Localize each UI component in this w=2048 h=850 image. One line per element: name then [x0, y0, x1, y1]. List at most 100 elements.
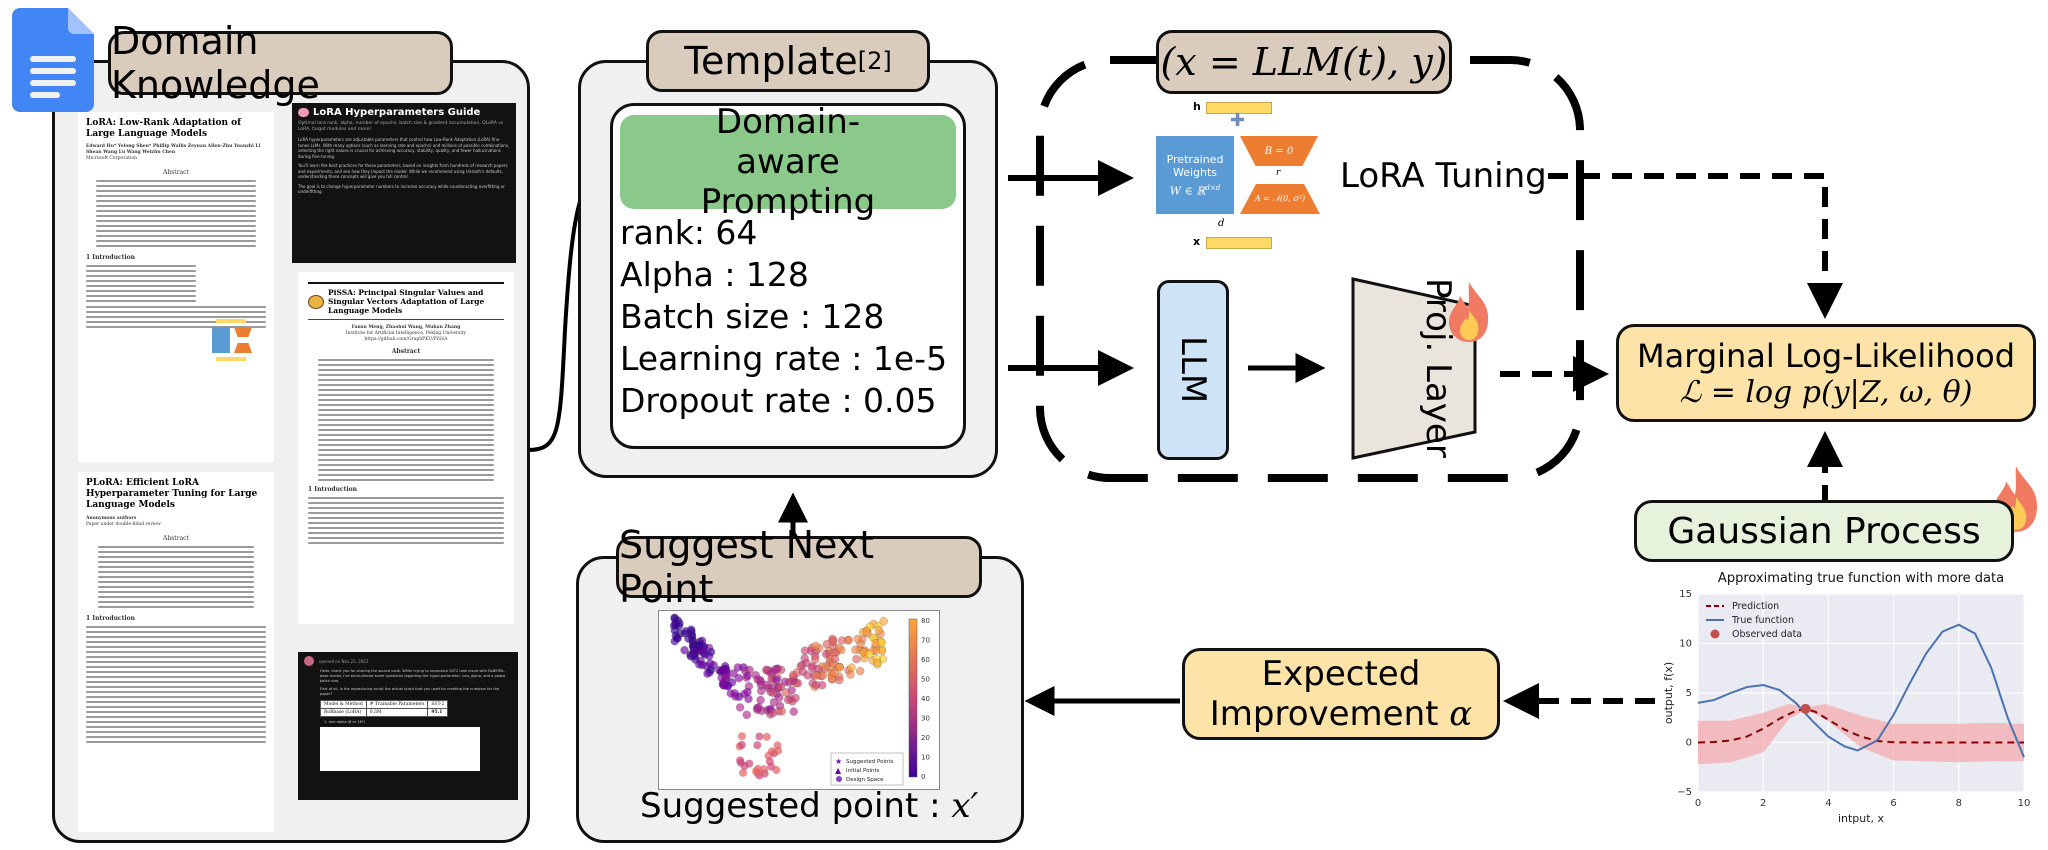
- y-tick-label: 10: [1679, 639, 1692, 650]
- design-space-point: [742, 710, 751, 720]
- design-space-point: [789, 707, 798, 716]
- design-space-point: [699, 646, 708, 655]
- domain-knowledge-title: Domain Knowledge: [108, 19, 453, 107]
- tuning-title: (x = LLM(t), y): [1156, 30, 1452, 94]
- y-tick-label: 0: [1686, 738, 1692, 749]
- google-docs-icon: [12, 8, 94, 112]
- design-space-point: [865, 649, 874, 659]
- param-alpha: Alpha : 128: [620, 255, 809, 294]
- design-space-point: [775, 693, 784, 702]
- design-space-point: [862, 627, 871, 636]
- design-space-point: [828, 637, 837, 647]
- design-space-point: [771, 665, 780, 674]
- domain-aware-prompting-box: Domain-aware Prompting: [620, 102, 956, 222]
- design-space-point: [755, 732, 764, 741]
- y-axis-label: output, f(x): [1662, 662, 1675, 724]
- input-vector-x: [1206, 237, 1272, 249]
- design-space-point: [788, 671, 798, 680]
- design-space-point: [803, 671, 812, 680]
- design-space-point: [837, 636, 847, 645]
- design-space-point: [874, 626, 883, 635]
- marginal-log-likelihood-box: Marginal Log-Likelihood ℒ = log p(y|Z, ω…: [1616, 324, 2036, 422]
- design-space-point: [695, 637, 705, 646]
- design-space-point: [762, 732, 771, 741]
- x-tick-label: 8: [1956, 798, 1962, 809]
- param-dropout-rate: Dropout rate : 0.05: [620, 381, 937, 420]
- legend-label: True function: [1731, 615, 1794, 626]
- design-space-point: [847, 663, 856, 672]
- suggest-title: Suggest Next Point: [616, 523, 982, 611]
- design-space-point: [765, 757, 774, 766]
- triangle-marker: ▲: [835, 766, 842, 775]
- param-rank: rank: 64: [620, 213, 758, 252]
- x-tick-label: 10: [2018, 798, 2031, 809]
- design-space-point: [812, 671, 821, 680]
- design-space-point: [673, 633, 682, 643]
- plora-paper-title: PLoRA: Efficient LoRA Hyperparameter Tun…: [86, 478, 258, 510]
- design-space-point: [735, 703, 745, 712]
- design-space-point: [835, 663, 844, 672]
- design-space-point: [729, 669, 738, 678]
- output-vector-h: [1206, 102, 1272, 114]
- y-tick-label: 15: [1679, 589, 1692, 600]
- observed-data-point: [1800, 703, 1811, 714]
- lora-paper-title: LoRA: Low-Rank Adaptation of Large Langu…: [86, 118, 242, 139]
- design-space-point: [807, 663, 816, 673]
- design-space-point: [706, 647, 716, 657]
- scatter-legend-box: [830, 752, 904, 786]
- design-space-point: [743, 671, 752, 680]
- design-space-point: [772, 675, 781, 685]
- hyperparameter-list: rank: 64 Alpha : 128 Batch size : 128 Le…: [620, 212, 947, 422]
- design-space-point: [753, 675, 762, 684]
- design-space-point: [877, 638, 886, 647]
- design-space-point: [753, 769, 762, 778]
- template-title: Template[2]: [646, 30, 930, 92]
- design-space-point: [811, 680, 821, 690]
- design-space-point: [774, 746, 783, 755]
- colorbar-tick: 40: [921, 695, 930, 703]
- design-space-point: [730, 689, 740, 698]
- pizza-icon: [308, 294, 324, 309]
- scatter-legend-label: Initial Points: [846, 768, 880, 774]
- design-space-point: [783, 695, 793, 704]
- pissa-paper-title: PiSSA: Principal Singular Values and Sin…: [328, 288, 485, 315]
- colorbar-tick: 70: [921, 637, 930, 645]
- lora-tuning-label: LoRA Tuning: [1340, 156, 1547, 196]
- param-learning-rate: Learning rate : 1e-5: [620, 339, 948, 378]
- colorbar: [908, 618, 918, 778]
- design-space-point: [760, 765, 769, 774]
- design-space-point: [810, 655, 820, 664]
- x-axis-label: intput, x: [1838, 812, 1885, 825]
- design-space-point: [852, 654, 861, 664]
- plus-icon: ✚: [1230, 110, 1246, 131]
- design-space-point: [776, 682, 786, 691]
- chart-title: Approximating true function with more da…: [1718, 571, 2004, 586]
- design-space-point: [800, 654, 809, 663]
- projection-layer-shape: [1351, 277, 1477, 460]
- design-space-point: [671, 621, 680, 630]
- design-space-point: [822, 650, 831, 659]
- y-tick-label: −5: [1677, 787, 1692, 798]
- gaussian-process-box: Gaussian Process: [1634, 500, 2014, 562]
- design-space-point: [777, 707, 786, 716]
- design-space-point: [697, 660, 707, 670]
- design-space-point: [723, 681, 733, 691]
- design-space-point: [736, 758, 745, 767]
- x-tick-label: 4: [1825, 798, 1831, 809]
- colorbar-tick: 30: [921, 715, 930, 723]
- y-tick-label: 5: [1686, 688, 1692, 699]
- user-avatar: [304, 656, 314, 666]
- fire-icon-proj: [1449, 282, 1489, 342]
- design-space-point: [851, 645, 860, 655]
- prediction-line: [1697, 707, 2024, 744]
- design-space-point: [753, 741, 762, 750]
- design-space-point: [737, 740, 746, 749]
- design-space-point: [811, 641, 820, 651]
- legend-label: Observed data: [1732, 629, 1802, 640]
- design-space-point: [835, 675, 844, 685]
- suggested-point-caption: Suggested point : x′: [640, 786, 979, 826]
- arrow-lora-to-mll: [1548, 173, 1843, 319]
- design-space-point: [830, 668, 839, 678]
